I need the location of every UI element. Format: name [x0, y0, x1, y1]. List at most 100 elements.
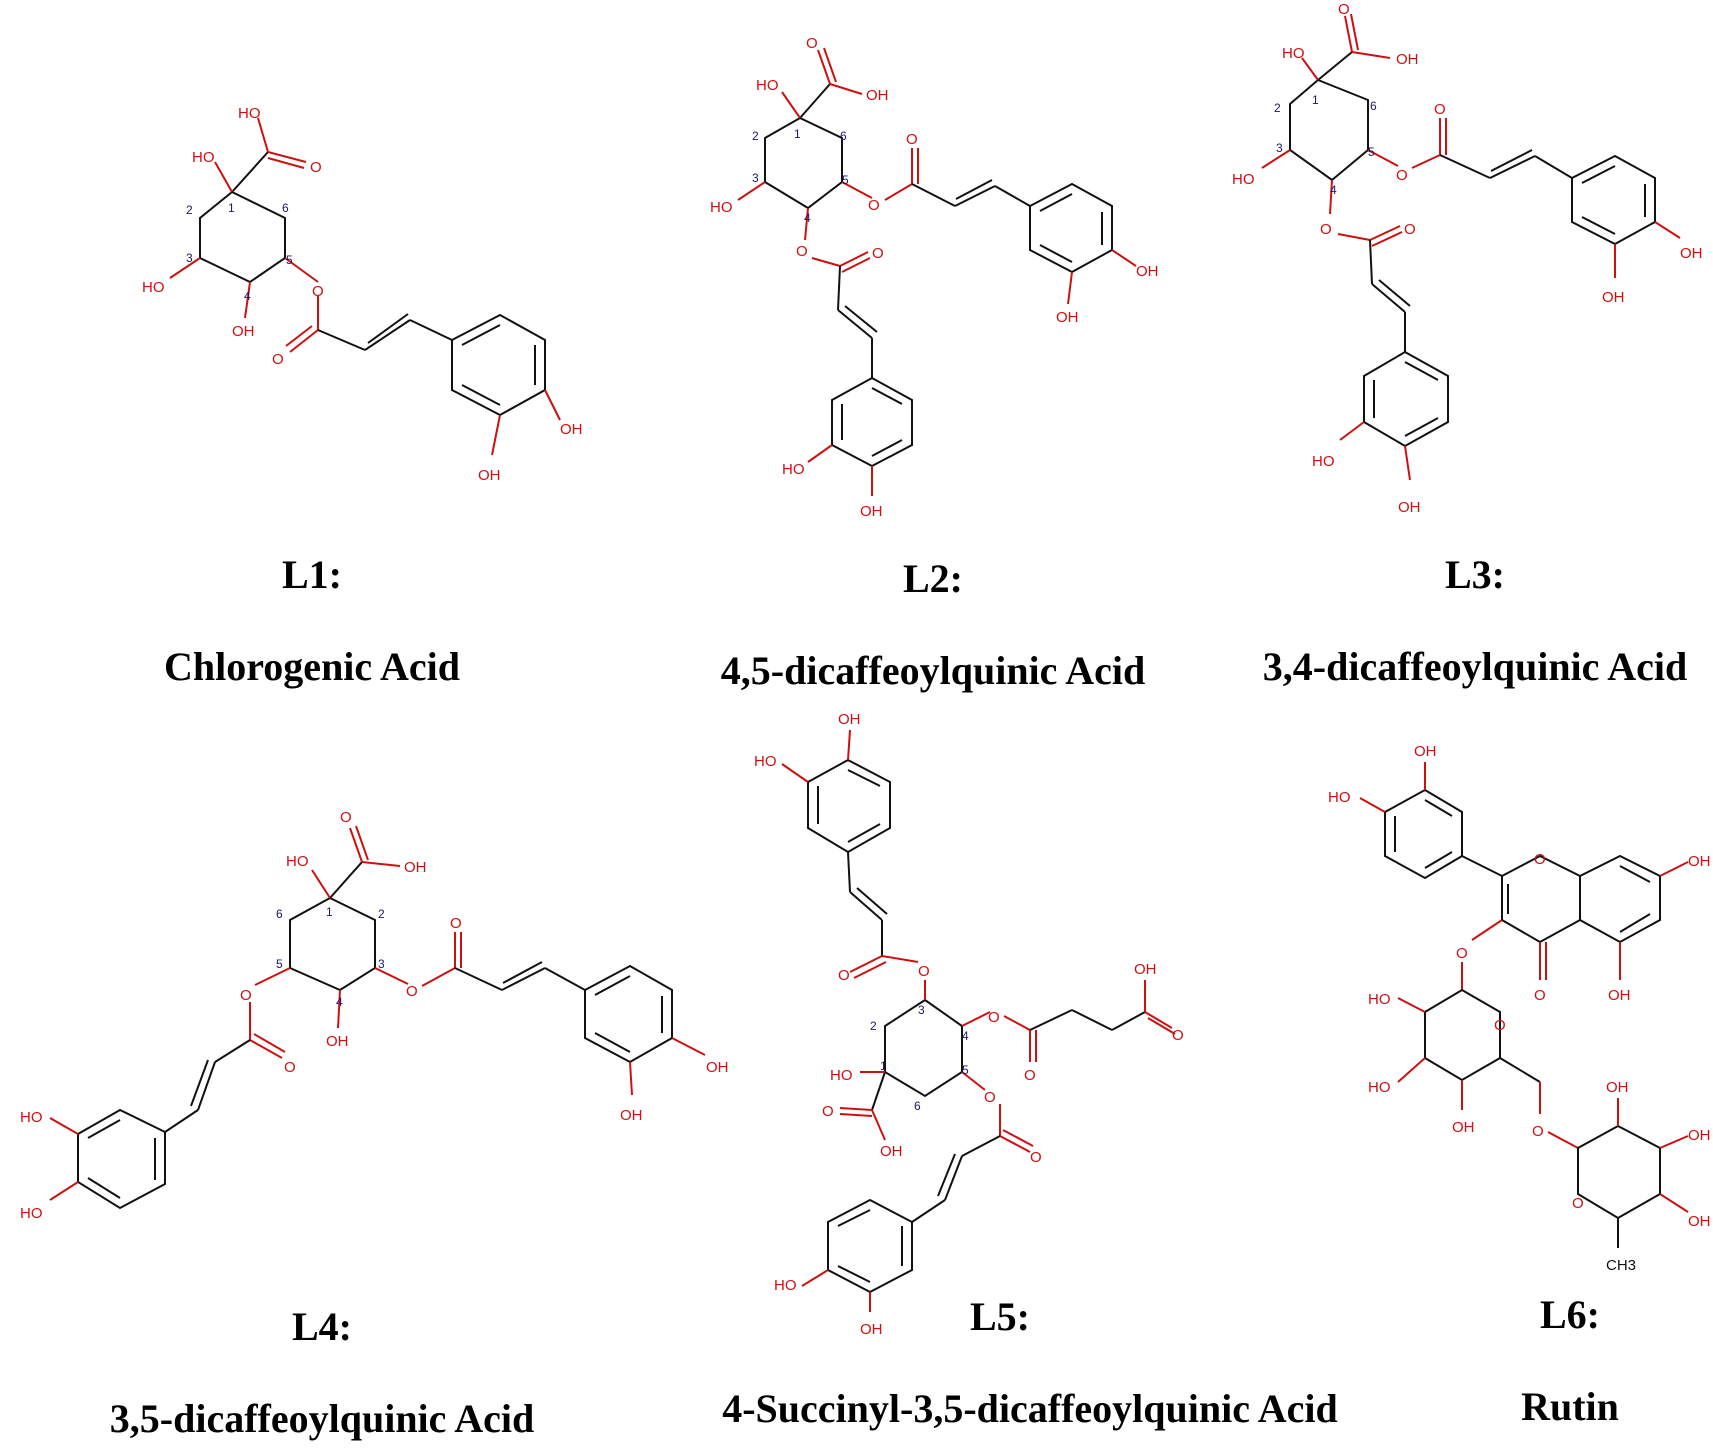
svg-text:6: 6: [840, 129, 847, 143]
compound-code-l4: L4:: [292, 1304, 352, 1349]
svg-text:5: 5: [962, 1063, 969, 1077]
svg-text:1: 1: [326, 905, 333, 919]
compound-name-l2: 4,5-dicaffeoylquinic Acid: [721, 648, 1145, 693]
atom-oh: OH: [1680, 245, 1703, 262]
atom-ho: HO: [782, 461, 805, 478]
atom-o: O: [1534, 851, 1546, 868]
structure-l6: OH HO O O OH OH O O HO HO OH O: [1328, 743, 1711, 1274]
compound-name-l3: 3,4-dicaffeoylquinic Acid: [1263, 644, 1687, 689]
svg-text:2: 2: [870, 1019, 877, 1033]
atom-oh: OH: [560, 421, 583, 438]
svg-text:6: 6: [914, 1099, 921, 1113]
atom-oh: HO: [238, 105, 261, 122]
svg-text:4: 4: [336, 995, 343, 1009]
atom-ho: HO: [774, 1277, 797, 1294]
compound-code-l1: L1:: [282, 552, 342, 597]
svg-text:5: 5: [1368, 145, 1375, 159]
svg-text:2: 2: [752, 129, 759, 143]
atom-ho: HO: [830, 1067, 853, 1084]
atom-oh: OH: [860, 1321, 883, 1338]
atom-oh: OH: [880, 1143, 903, 1160]
atom-o: O: [988, 1009, 1000, 1026]
atom-o: O: [796, 243, 808, 260]
svg-text:6: 6: [1370, 99, 1377, 113]
svg-text:5: 5: [286, 253, 293, 267]
atom-o: O: [822, 1103, 834, 1120]
atom-oh: OH: [838, 711, 861, 728]
atom-o: O: [240, 987, 252, 1004]
svg-text:1: 1: [880, 1059, 887, 1073]
atom-ho: HO: [756, 77, 779, 94]
svg-text:5: 5: [842, 173, 849, 187]
atom-o: O: [1024, 1067, 1036, 1084]
atom-oh: OH: [866, 87, 889, 104]
atom-ho: HO: [1312, 453, 1335, 470]
svg-text:1: 1: [794, 127, 801, 141]
atom-o: O: [1172, 1027, 1184, 1044]
svg-text:4: 4: [244, 289, 251, 303]
structure-l2: O OH HO HO O O OH OH O O: [710, 35, 1159, 520]
atom-o: O: [284, 1059, 296, 1076]
svg-text:3: 3: [1276, 141, 1283, 155]
atom-oh: OH: [1688, 1127, 1711, 1144]
atom-oh: OH: [1608, 987, 1631, 1004]
compound-code-l5: L5:: [970, 1294, 1030, 1339]
compound-name-l4: 3,5-dicaffeoylquinic Acid: [110, 1396, 534, 1441]
svg-text:2: 2: [378, 907, 385, 921]
compound-code-l2: L2:: [903, 556, 963, 601]
atom-ho: HO: [1282, 45, 1305, 62]
atom-oh: OH: [620, 1107, 643, 1124]
atom-o: O: [1396, 167, 1408, 184]
svg-text:6: 6: [282, 201, 289, 215]
atom-o: O: [312, 283, 324, 300]
atom-oh: OH: [1452, 1119, 1475, 1136]
atom-o: O: [1532, 1123, 1544, 1140]
atom-oh: OH: [1602, 289, 1625, 306]
atom-o: O: [868, 197, 880, 214]
atom-oh: OH: [404, 859, 427, 876]
atom-oh: OH: [706, 1059, 729, 1076]
atom-ho: HO: [754, 753, 777, 770]
atom-ho: HO: [1368, 1079, 1391, 1096]
compound-code-l6: L6:: [1540, 1292, 1600, 1337]
atom-o: O: [406, 983, 418, 1000]
atom-o: O: [340, 809, 352, 826]
atom-oh: OH: [1136, 263, 1159, 280]
atom-oh: OH: [860, 503, 883, 520]
atom-ho: HO: [20, 1109, 43, 1126]
atom-o: O: [1494, 1017, 1506, 1034]
atom-o: O: [1320, 221, 1332, 238]
atom-o: O: [310, 159, 322, 176]
atom-oh: OH: [478, 467, 501, 484]
structure-l1: HO O HO HO OH O O OH OH 1 2 3 4 5 6: [142, 105, 583, 484]
atom-ho: HO: [142, 279, 165, 296]
svg-text:3: 3: [186, 251, 193, 265]
atom-oh: OH: [1398, 499, 1421, 516]
svg-text:4: 4: [962, 1029, 969, 1043]
structure-l4: O OH HO OH O O OH OH O O: [20, 809, 729, 1222]
atom-oh: OH: [1606, 1079, 1629, 1096]
atom-o: O: [838, 967, 850, 984]
atom-ho: HO: [710, 199, 733, 216]
atom-oh: OH: [1396, 51, 1419, 68]
atom-oh: OH: [1688, 853, 1711, 870]
atom-ho: HO: [1368, 991, 1391, 1008]
atom-oh: OH: [1414, 743, 1437, 760]
atom-o: O: [872, 245, 884, 262]
structure-l5: OH HO O O O O OH O O OH: [754, 711, 1184, 1338]
svg-text:5: 5: [276, 957, 283, 971]
atom-ho: HO: [286, 853, 309, 870]
atom-oh: OH: [1134, 961, 1157, 978]
atom-o: O: [806, 35, 818, 52]
atom-ch3: CH3: [1606, 1257, 1636, 1274]
svg-text:3: 3: [752, 171, 759, 185]
atom-o: O: [906, 131, 918, 148]
atom-o: O: [1572, 1195, 1584, 1212]
compound-name-l5: 4-Succinyl-3,5-dicaffeoylquinic Acid: [722, 1386, 1338, 1431]
svg-text:3: 3: [918, 1003, 925, 1017]
atom-o: O: [1434, 101, 1446, 118]
atom-o: O: [1534, 987, 1546, 1004]
svg-text:1: 1: [1312, 93, 1319, 107]
svg-text:3: 3: [378, 957, 385, 971]
